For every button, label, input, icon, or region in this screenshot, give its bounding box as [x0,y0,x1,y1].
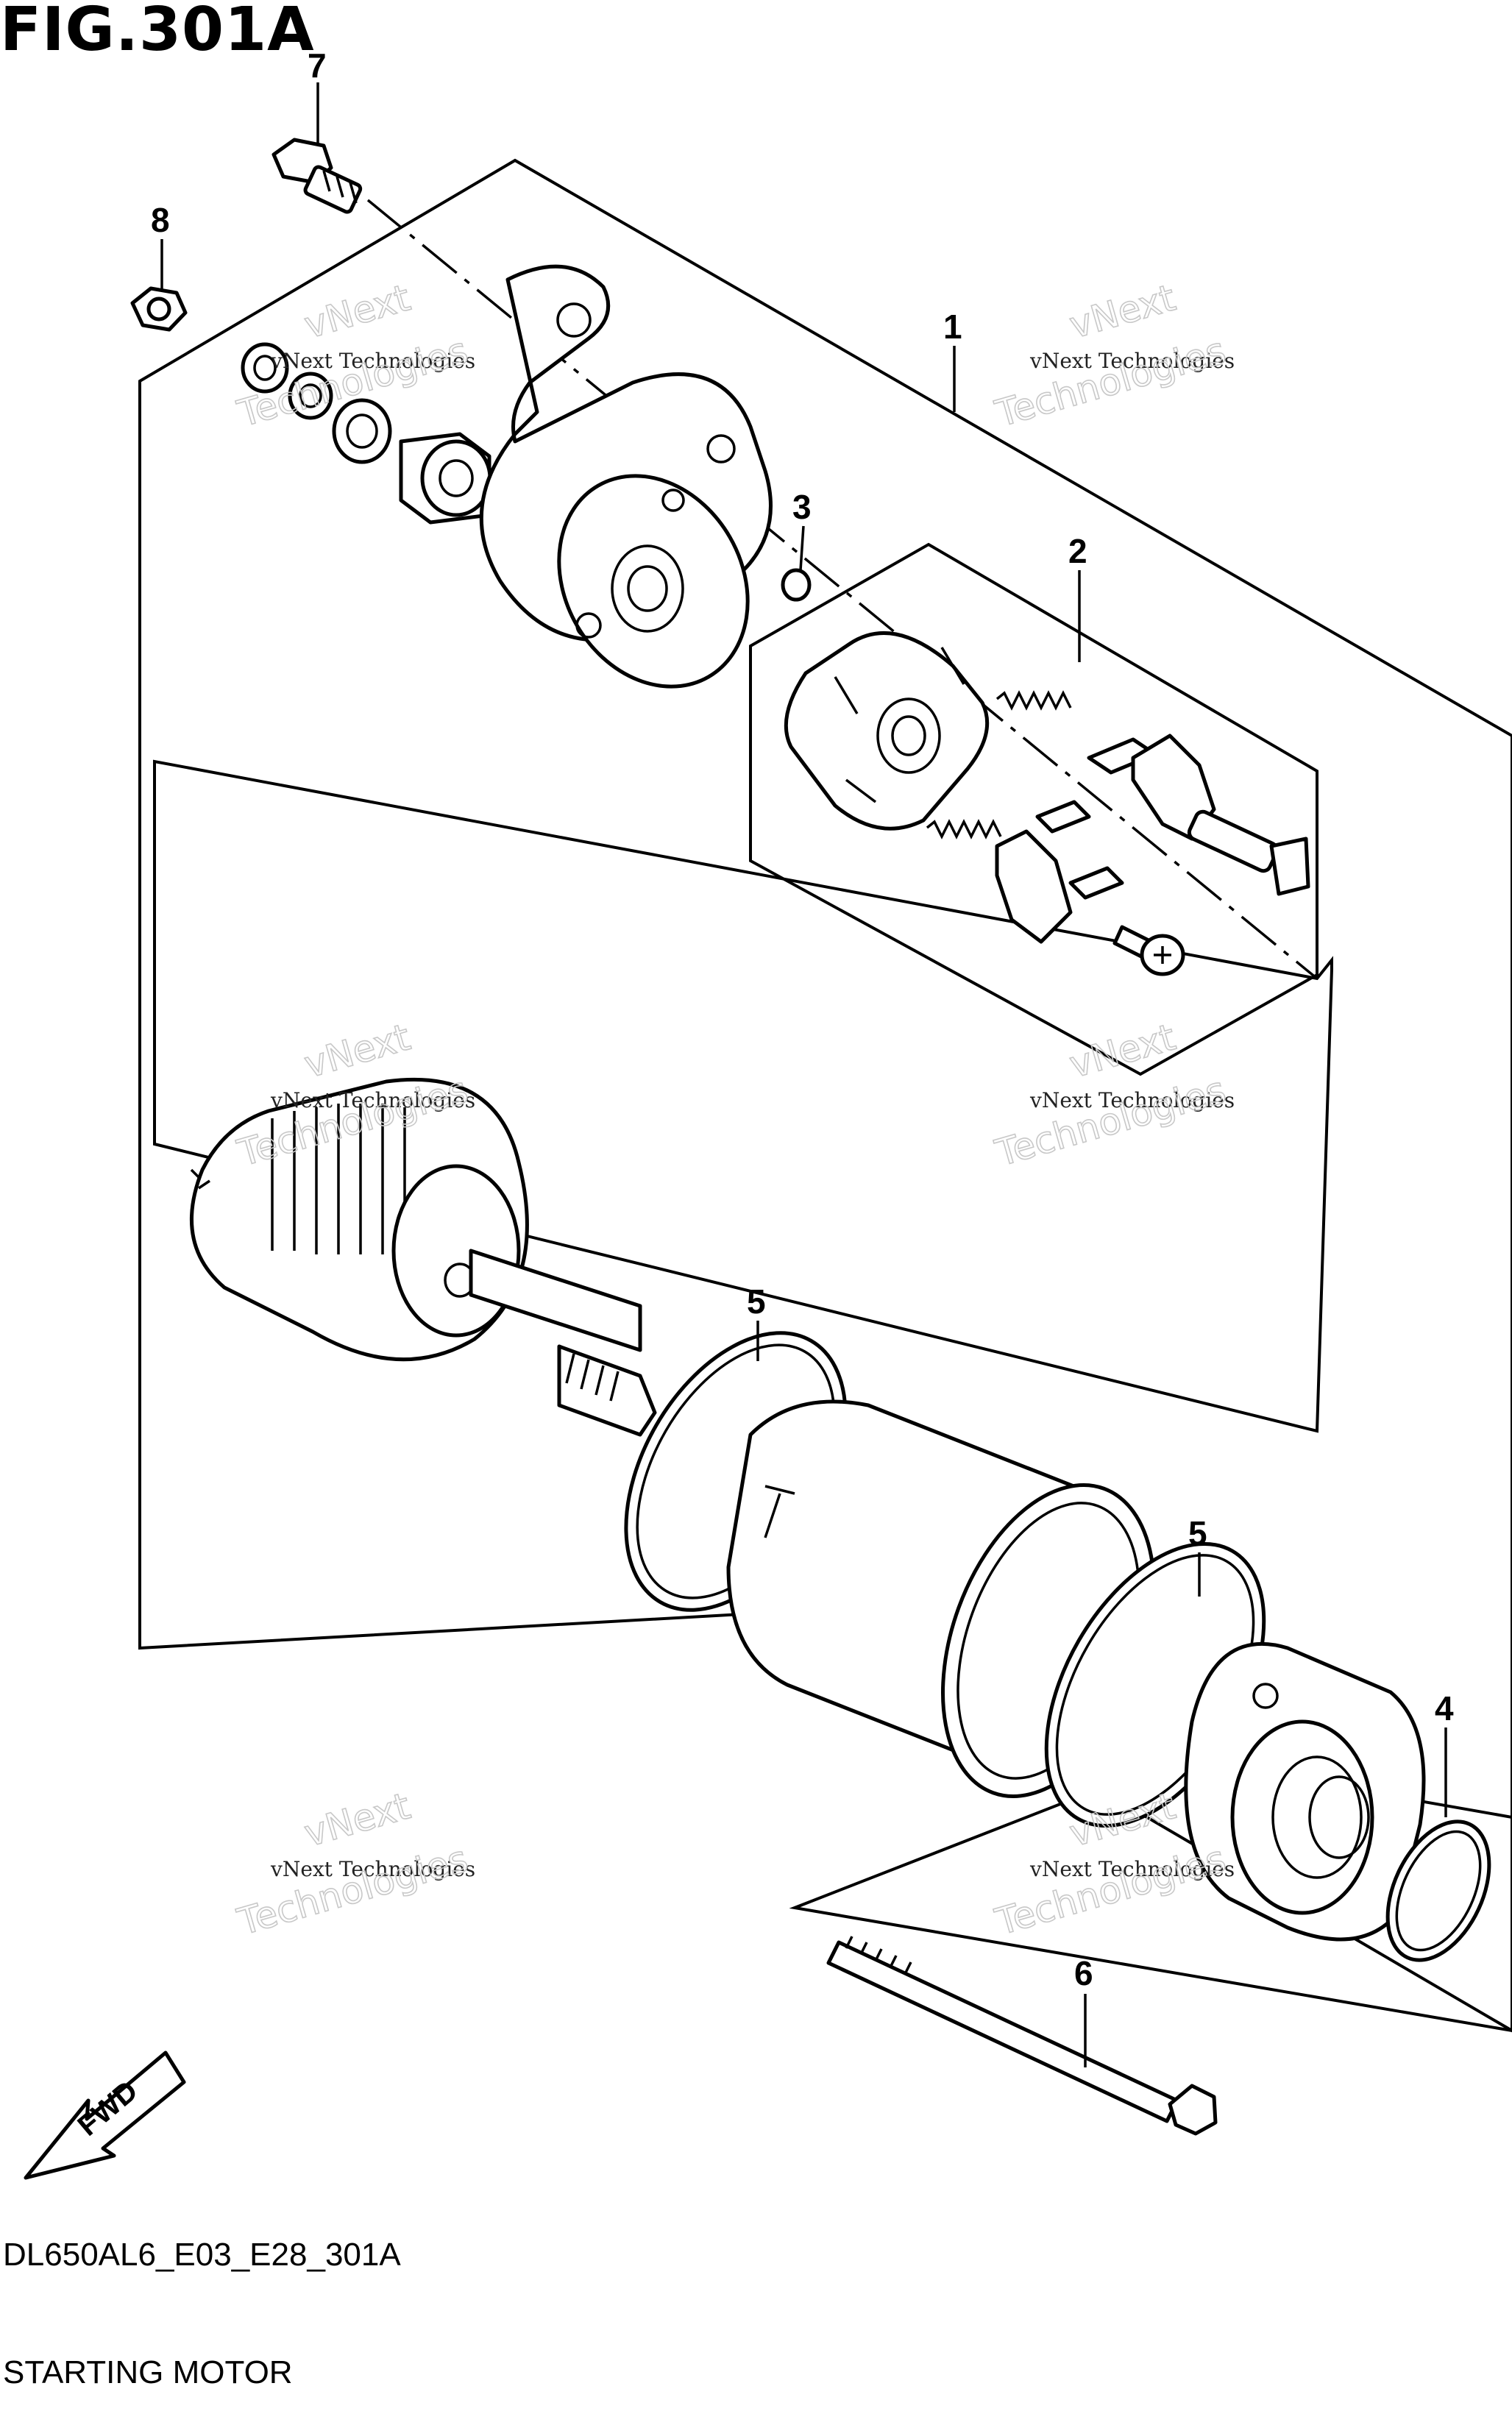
callout-4: 4 [1435,1689,1454,1728]
callout-2: 2 [1068,532,1087,570]
watermark-big-4a: vNext [1065,1016,1179,1087]
figure-title: FIG.301A [0,0,315,65]
callout-labels: 1 2 3 4 5 5 6 7 8 [151,46,1454,1992]
watermark-big-1a: vNext [299,277,414,347]
watermark-small-4: vNext Technologies [1029,1088,1235,1112]
watermark-small-6: vNext Technologies [1029,1857,1235,1881]
watermark-big-2b: Technologies [990,329,1230,436]
watermark-small-5: vNext Technologies [270,1857,475,1881]
callout-6: 6 [1074,1954,1093,1992]
watermark-small-2: vNext Technologies [1029,349,1235,373]
watermark-big-2a: vNext [1065,277,1179,347]
small-oring-part [781,568,812,602]
watermark-big-5b: Technologies [233,1837,472,1944]
watermark-small-1: vNext Technologies [270,349,475,373]
end-bracket-outline [789,1756,1512,2033]
watermark-big-6b: Technologies [990,1837,1230,1944]
watermark-big-3a: vNext [299,1016,414,1087]
front-housing-part [479,264,773,689]
fwd-arrow-icon: FWD [24,2050,186,2180]
diagram-code: DL650AL6_E03_E28_301A [3,2237,401,2273]
assembly-outline-1 [138,158,1512,2033]
callout-8: 8 [151,201,170,239]
screw-part [1112,925,1185,976]
diagram-caption: STARTING MOTOR [3,2354,293,2390]
center-line [366,199,1318,980]
oring-right-part [1385,1819,1491,1962]
watermark-small-3: vNext Technologies [270,1088,475,1112]
brushes-part [995,734,1216,944]
callout-5b: 5 [1188,1514,1207,1552]
callout-7: 7 [308,46,327,85]
through-bolt-part [826,1936,1218,2136]
bushing-part [399,432,492,525]
flange-bolt-part [271,138,363,214]
watermark-big-4b: Technologies [990,1068,1230,1175]
terminal-bolt-part [1187,809,1310,896]
nut-part [130,286,188,332]
assembly-outline-2 [749,542,1318,1076]
callout-1: 1 [943,308,962,346]
armature-part [189,1077,657,1437]
washers-part [241,342,392,464]
callout-3: 3 [792,488,812,526]
brush-holder-part [784,631,990,831]
callout-5a: 5 [747,1282,766,1321]
end-bracket-part [1184,1641,1426,1942]
springs-part [926,690,1072,839]
watermark-big-5a: vNext [299,1785,414,1856]
leader-lines [160,82,1447,2067]
